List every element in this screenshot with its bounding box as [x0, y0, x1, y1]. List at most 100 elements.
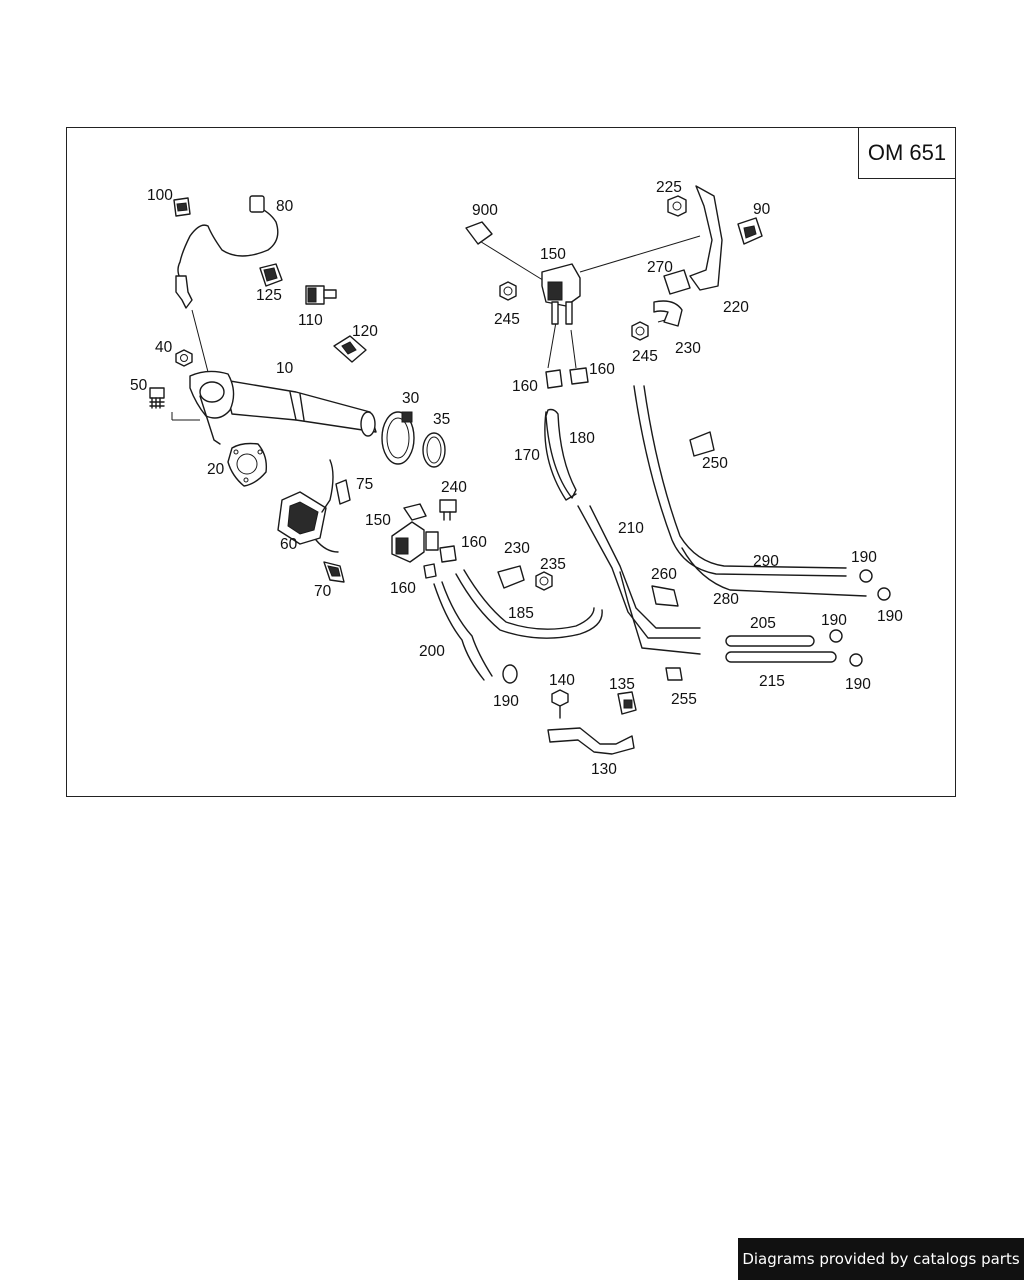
bracket-220-icon [689, 185, 723, 291]
connector-80-icon [249, 195, 265, 213]
callout-30: 30 [402, 390, 420, 407]
clamp-30-icon [381, 411, 415, 465]
callout-240: 240 [441, 479, 467, 496]
connector-70-icon [323, 561, 345, 583]
callout-260: 260 [651, 566, 677, 583]
pressure-sensor-150-mid-icon [391, 503, 439, 563]
callout-190-d: 190 [845, 676, 871, 693]
hose-205-icon [725, 635, 815, 647]
callout-245-left: 245 [494, 311, 520, 328]
credit-banner: Diagrams provided by catalogs parts [738, 1238, 1024, 1280]
engine-code: OM 651 [867, 140, 947, 165]
callout-110: 110 [298, 312, 323, 329]
callout-150-mid: 150 [365, 512, 391, 529]
clip-270-icon [663, 269, 691, 295]
callout-70: 70 [314, 583, 332, 600]
callout-180: 180 [569, 430, 595, 447]
gasket-20-icon [227, 442, 268, 487]
clamps-190-right-icon [829, 569, 891, 667]
callout-255: 255 [671, 691, 697, 708]
callout-100: 100 [147, 187, 173, 204]
callout-190-c: 190 [821, 612, 847, 629]
diagram-frame [66, 127, 956, 797]
callout-225: 225 [656, 179, 682, 196]
callout-40: 40 [155, 339, 173, 356]
callout-160-a: 160 [512, 378, 538, 395]
sensor-tip-icon [175, 275, 193, 309]
nut-40-icon [175, 349, 193, 367]
pressure-sensor-150-top-icon [541, 263, 581, 325]
clip-75-icon [335, 479, 351, 505]
clip-250-icon [689, 431, 715, 457]
nut-235-icon [535, 571, 553, 591]
callout-50: 50 [130, 377, 148, 394]
callout-20: 20 [207, 461, 225, 478]
callout-235: 235 [540, 556, 566, 573]
callout-245-right: 245 [632, 348, 658, 365]
callout-250: 250 [702, 455, 728, 472]
callout-10: 10 [276, 360, 294, 377]
callout-205: 205 [750, 615, 776, 632]
seal-35-icon [422, 432, 446, 468]
callout-120: 120 [352, 323, 378, 340]
bolt-140-icon [551, 689, 569, 719]
callout-160-c: 160 [461, 534, 487, 551]
hose-clamps-160-top-icon [545, 367, 589, 389]
engine-code-box: OM 651 [858, 127, 956, 179]
bolt-240-icon [439, 499, 457, 521]
callout-80: 80 [276, 198, 294, 215]
nut-225-icon [667, 195, 687, 217]
hose-170-180-icon [544, 408, 577, 501]
clip-230-mid-icon [497, 565, 525, 589]
callout-220: 220 [723, 299, 749, 316]
hose-200-icon [433, 581, 493, 681]
callout-125: 125 [256, 287, 282, 304]
callout-150-top: 150 [540, 246, 566, 263]
hose-185-icon [455, 569, 603, 639]
callout-185: 185 [508, 605, 534, 622]
nut-245-right-icon [631, 321, 649, 341]
clip-255-icon [665, 667, 683, 681]
credit-text: Diagrams provided by catalogs parts [742, 1250, 1020, 1268]
clip-125-icon [259, 263, 283, 287]
catalytic-converter-10-icon [189, 370, 377, 445]
hose-210-icon [577, 505, 701, 655]
oxygen-sensor-assembly [173, 195, 279, 309]
callout-60: 60 [280, 536, 298, 553]
callout-75: 75 [356, 476, 373, 493]
bolt-50-icon [149, 387, 165, 409]
callout-190-a: 190 [851, 549, 877, 566]
clip-230-top-icon [653, 300, 683, 327]
callout-130: 130 [591, 761, 617, 778]
hose-215-icon [725, 651, 837, 663]
control-module-60-icon [277, 459, 339, 553]
callout-135: 135 [609, 676, 635, 693]
clip-260-icon [651, 585, 679, 607]
label-900-icon [465, 221, 493, 245]
callout-190-b: 190 [877, 608, 903, 625]
callout-210: 210 [618, 520, 644, 537]
callout-280: 280 [713, 591, 739, 608]
sensor-135-icon [617, 691, 637, 715]
callout-160-d: 160 [390, 580, 416, 597]
callout-170: 170 [514, 447, 540, 464]
callout-290: 290 [753, 553, 779, 570]
bracket-130-icon [547, 727, 635, 755]
callout-215: 215 [759, 673, 785, 690]
hose-clamps-160-mid-icon [423, 545, 457, 579]
callout-160-b: 160 [589, 361, 615, 378]
callout-35: 35 [433, 411, 450, 428]
callout-230-top: 230 [675, 340, 701, 357]
clip-90-icon [737, 217, 763, 245]
callout-230-mid: 230 [504, 540, 530, 557]
callout-270: 270 [647, 259, 673, 276]
connector-110-icon [305, 285, 337, 305]
callout-900: 900 [472, 202, 498, 219]
bracket-120-icon [333, 335, 367, 363]
hoses-290-280-icon [633, 385, 867, 597]
callout-90: 90 [753, 201, 771, 218]
callout-labels: 100 80 125 110 120 40 10 50 20 30 35 75 … [130, 179, 903, 778]
clamp-190-bottom-icon [502, 664, 518, 684]
callout-200: 200 [419, 643, 445, 660]
